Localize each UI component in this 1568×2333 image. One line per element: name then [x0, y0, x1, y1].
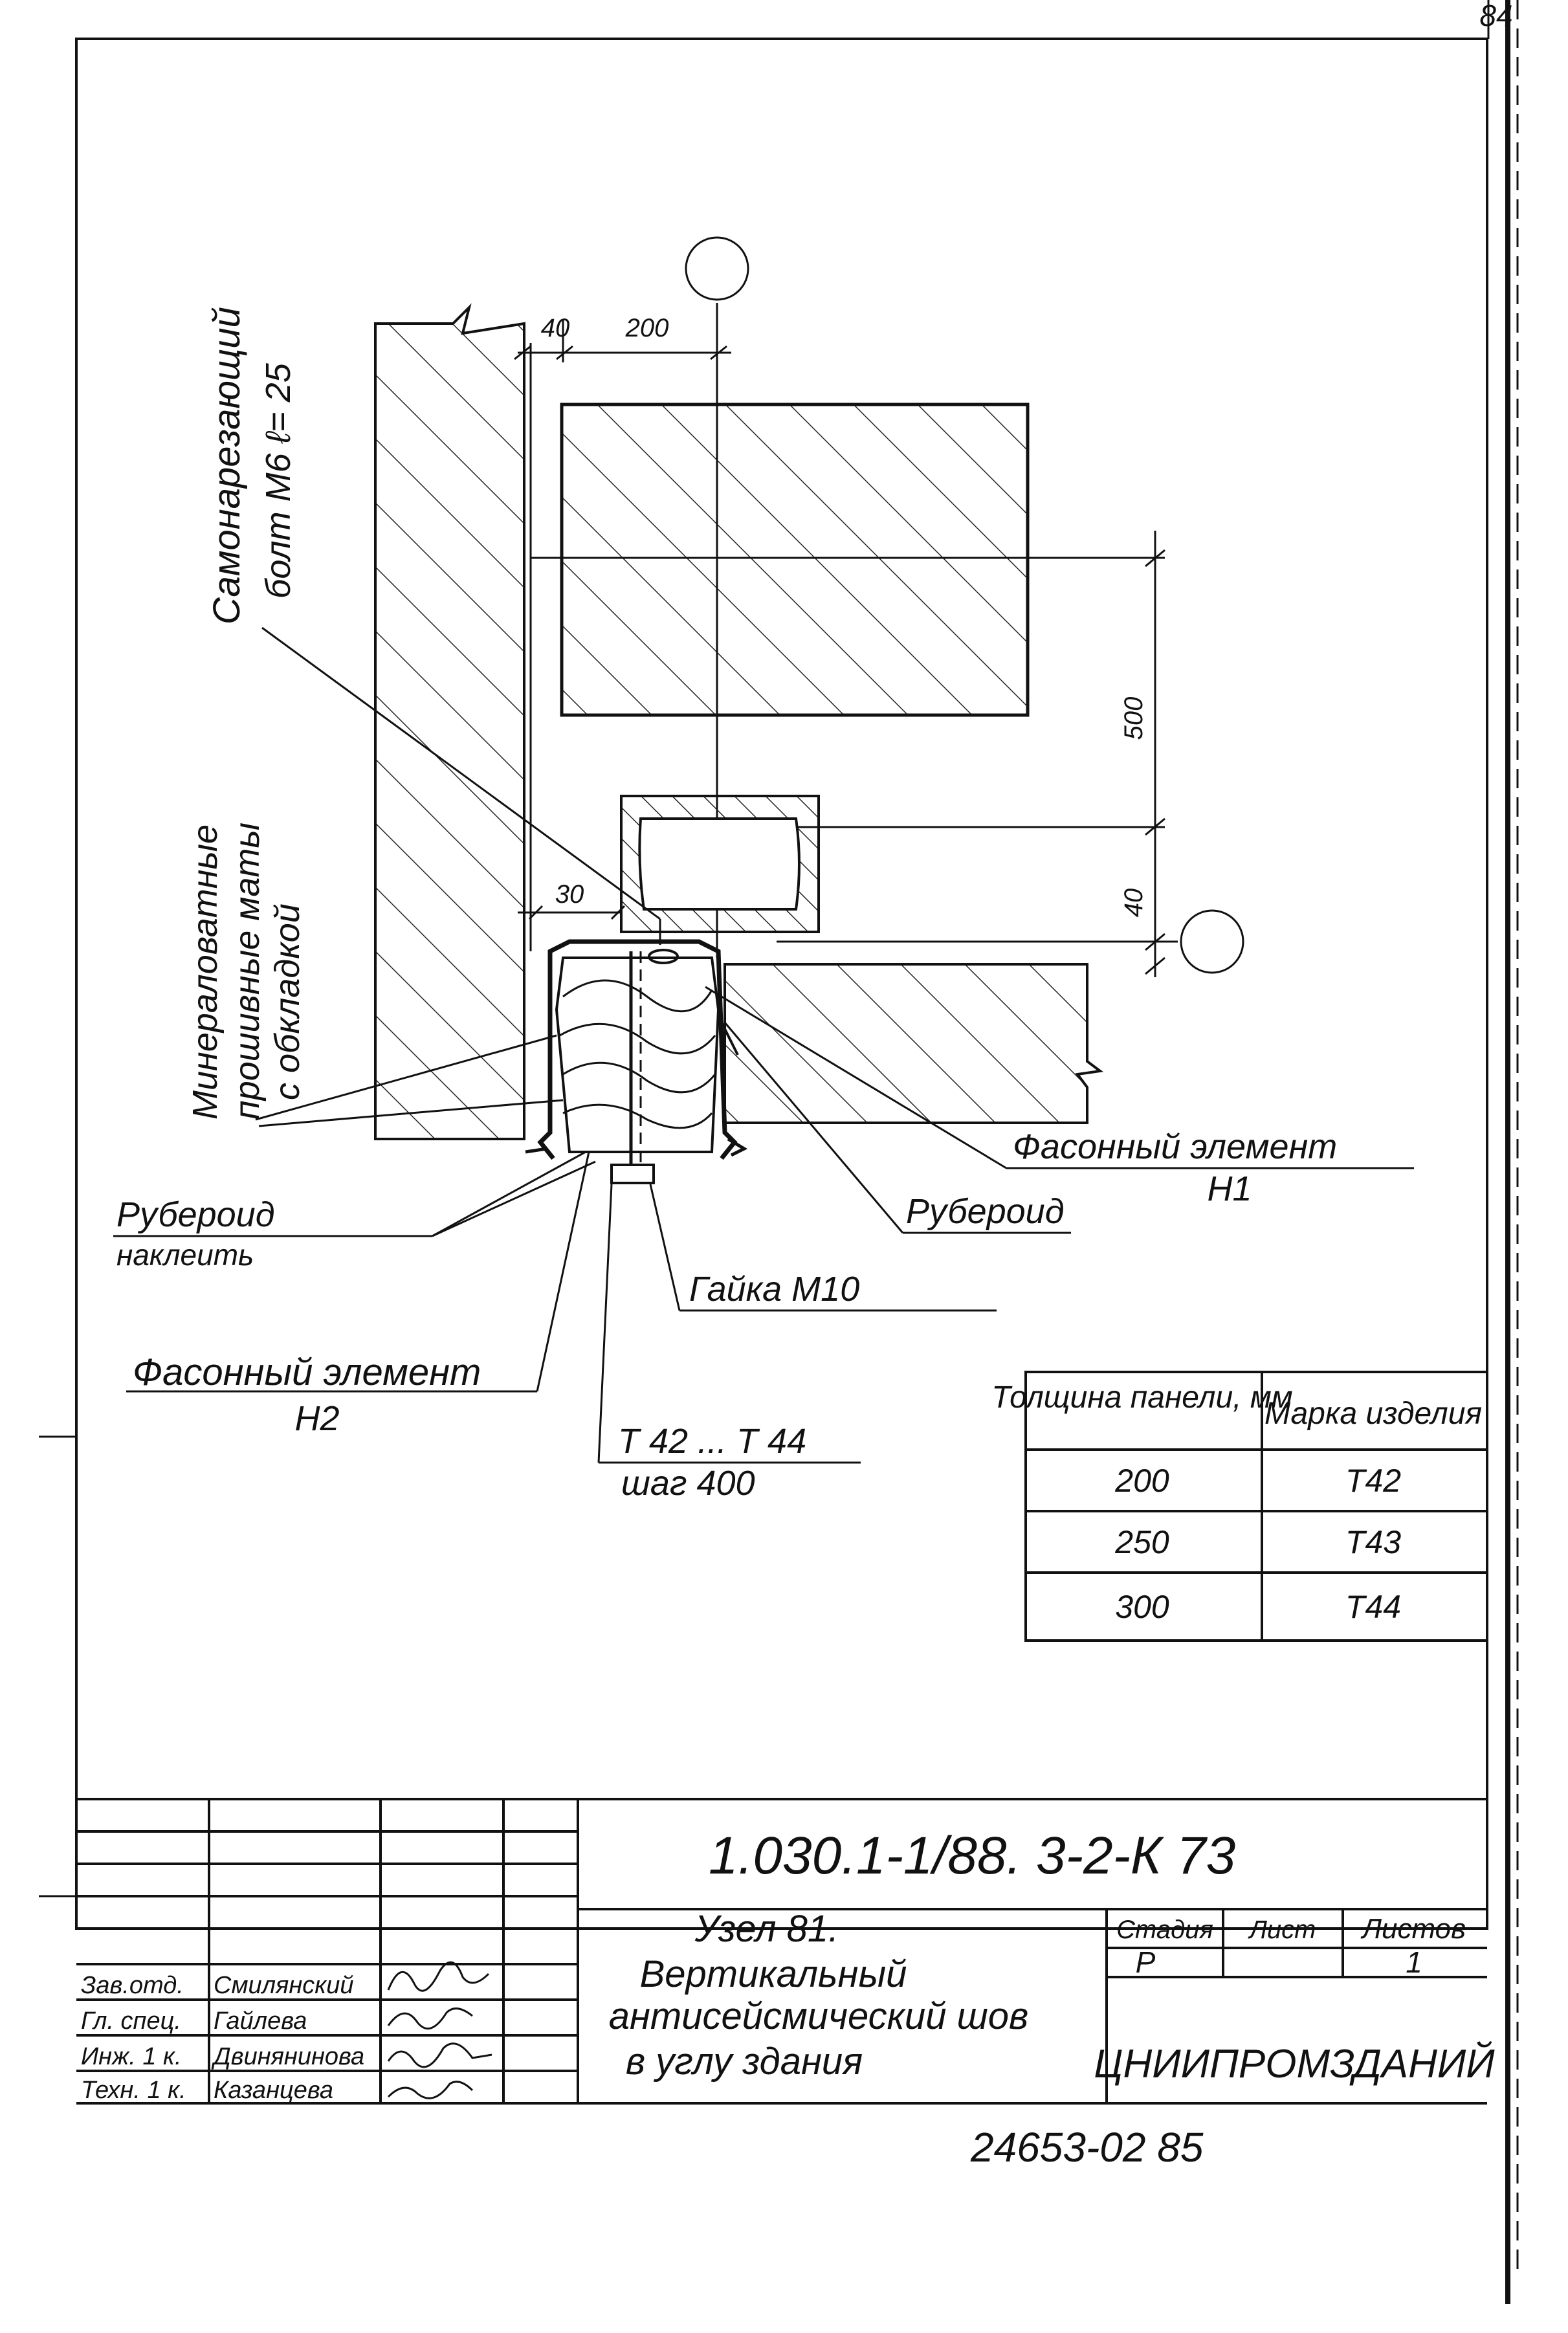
- stage-label: Стадия: [1116, 1916, 1213, 1944]
- leader-lines: [113, 626, 1414, 1464]
- table-header-thickness: Толщина панели, мм: [991, 1380, 1292, 1415]
- staff-name: Двинянинова: [211, 2043, 364, 2070]
- staff-name: Гайлева: [214, 2007, 307, 2035]
- stage-value: Р: [1136, 1945, 1156, 1979]
- table-cell: 200: [1114, 1463, 1169, 1499]
- sheet-label: Лист: [1248, 1916, 1316, 1944]
- sheet-frame: [39, 0, 1519, 2304]
- staff-name: Смилянский: [214, 1972, 353, 1999]
- element-h2-label: Фасонный элемент: [133, 1351, 481, 1393]
- title-line3: антисейсмический шов: [609, 1995, 1029, 2037]
- signatures: [387, 1961, 492, 2099]
- staff-role: Техн. 1 к.: [81, 2077, 186, 2104]
- title-line1: Узел 81.: [694, 1908, 839, 1950]
- element-h1-label: Фасонный элемент: [1013, 1127, 1337, 1166]
- ruberoid-left-sub: наклеить: [116, 1238, 254, 1272]
- nut-label: Гайка М10: [689, 1270, 859, 1309]
- ruberoid-right-label: Рубероид: [906, 1192, 1065, 1231]
- seismic-joint: [525, 939, 748, 1184]
- dim-500: 500: [1120, 697, 1148, 740]
- table-cell: 250: [1114, 1524, 1169, 1560]
- staff-role: Гл. спец.: [81, 2007, 181, 2035]
- t-range-label: Т 42 ... Т 44: [618, 1422, 806, 1461]
- column-section: [560, 403, 1030, 717]
- thickness-table: [1024, 1371, 1488, 1642]
- dim-40-top: 40: [541, 314, 570, 342]
- table-header-thickness-text: Толщина панели, мм: [991, 1380, 1292, 1415]
- axis-horizontal: [777, 909, 1244, 974]
- title-block: [76, 1798, 1487, 2105]
- mats-label-line2: прошивные маты: [228, 823, 267, 1120]
- dim-30: 30: [555, 880, 584, 909]
- ruberoid-left-label: Рубероид: [116, 1195, 275, 1234]
- element-h2-mark: Н2: [294, 1399, 339, 1438]
- sheets-value: 1: [1406, 1945, 1422, 1979]
- bolt-label-line1: Самонарезающий: [206, 307, 248, 625]
- staff-name: Казанцева: [214, 2077, 333, 2104]
- staff-role: Инж. 1 к.: [81, 2043, 182, 2070]
- table-header-mark: Марка изделия: [1264, 1397, 1482, 1431]
- wall-panel-left: [374, 303, 525, 1140]
- table-cell: Т43: [1345, 1524, 1401, 1560]
- element-h1-mark: Н1: [1207, 1169, 1252, 1208]
- bolt-label-line2: болт М6 ℓ= 25: [259, 362, 298, 599]
- table-cell: Т42: [1345, 1463, 1401, 1499]
- pitch-label: шаг 400: [621, 1464, 755, 1503]
- table-cell: 300: [1115, 1589, 1169, 1625]
- steel-tube: [620, 795, 820, 933]
- bottom-archive-number: 24653-02 85: [970, 2124, 1204, 2171]
- mats-label-line1: Минераловатные: [186, 824, 225, 1120]
- title-line2: Вертикальный: [640, 1953, 907, 1995]
- title-line4: в углу здания: [626, 2040, 863, 2083]
- table-cell: Т44: [1345, 1589, 1401, 1625]
- dim-40-side: 40: [1120, 889, 1148, 918]
- sheet-corner-number: 84: [1479, 0, 1512, 32]
- organization-name: ЦНИИПРОМЗДАНИЙ: [1094, 2041, 1495, 2086]
- staff-role: Зав.отд.: [81, 1972, 184, 1999]
- dimension-lines: [514, 320, 1165, 977]
- drawing-code: 1.030.1-1/88. 3-2-К 73: [709, 1826, 1235, 1885]
- mats-label-line3: с обкладкой: [268, 903, 307, 1100]
- wall-panel-right: [723, 963, 1104, 1124]
- sheets-label: Листов: [1360, 1913, 1466, 1945]
- dim-200: 200: [625, 314, 669, 342]
